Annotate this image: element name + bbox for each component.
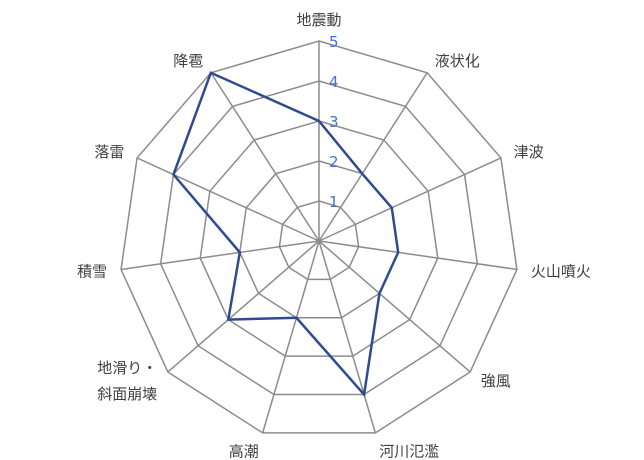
tick-label: 4 [329, 73, 339, 91]
radar-series [172, 71, 400, 398]
spoke [136, 157, 320, 242]
axis-label: 津波 [514, 143, 544, 161]
axis-label: 斜面崩壊 [97, 385, 157, 403]
axis-label: 河川氾濫 [379, 442, 439, 460]
tick-label: 5 [329, 33, 339, 51]
radial-tick-labels: 1 2 3 4 5 [329, 33, 339, 211]
tick-label: 1 [329, 193, 339, 211]
axis-label: 強風 [481, 372, 511, 390]
axis-label: 地滑り・ [97, 359, 157, 377]
grid-ring-1 [278, 200, 360, 281]
series-line [172, 71, 400, 398]
axis-label: 高潮 [229, 442, 259, 460]
spoke [167, 240, 320, 373]
grid-ring-4 [159, 80, 479, 396]
spoke [261, 240, 320, 434]
tick-label: 3 [329, 113, 339, 131]
spoke [318, 240, 518, 271]
axis-label: 積雪 [77, 262, 107, 280]
axis-label: 地震動 [296, 11, 341, 29]
spoke [210, 72, 320, 242]
axis-label: 降雹 [173, 52, 203, 70]
spoke [318, 240, 471, 373]
spoke [318, 240, 377, 434]
axis-label: 火山噴火 [531, 262, 591, 280]
axis-label: 液状化 [435, 52, 480, 70]
spoke [318, 157, 502, 242]
radar-spokes [120, 41, 518, 434]
spoke [318, 72, 428, 242]
spoke [120, 240, 320, 271]
axis-label: 落雷 [94, 143, 124, 161]
grid-ring-3 [199, 120, 439, 357]
tick-label: 2 [329, 153, 339, 171]
grid-ring-5 [120, 40, 518, 434]
